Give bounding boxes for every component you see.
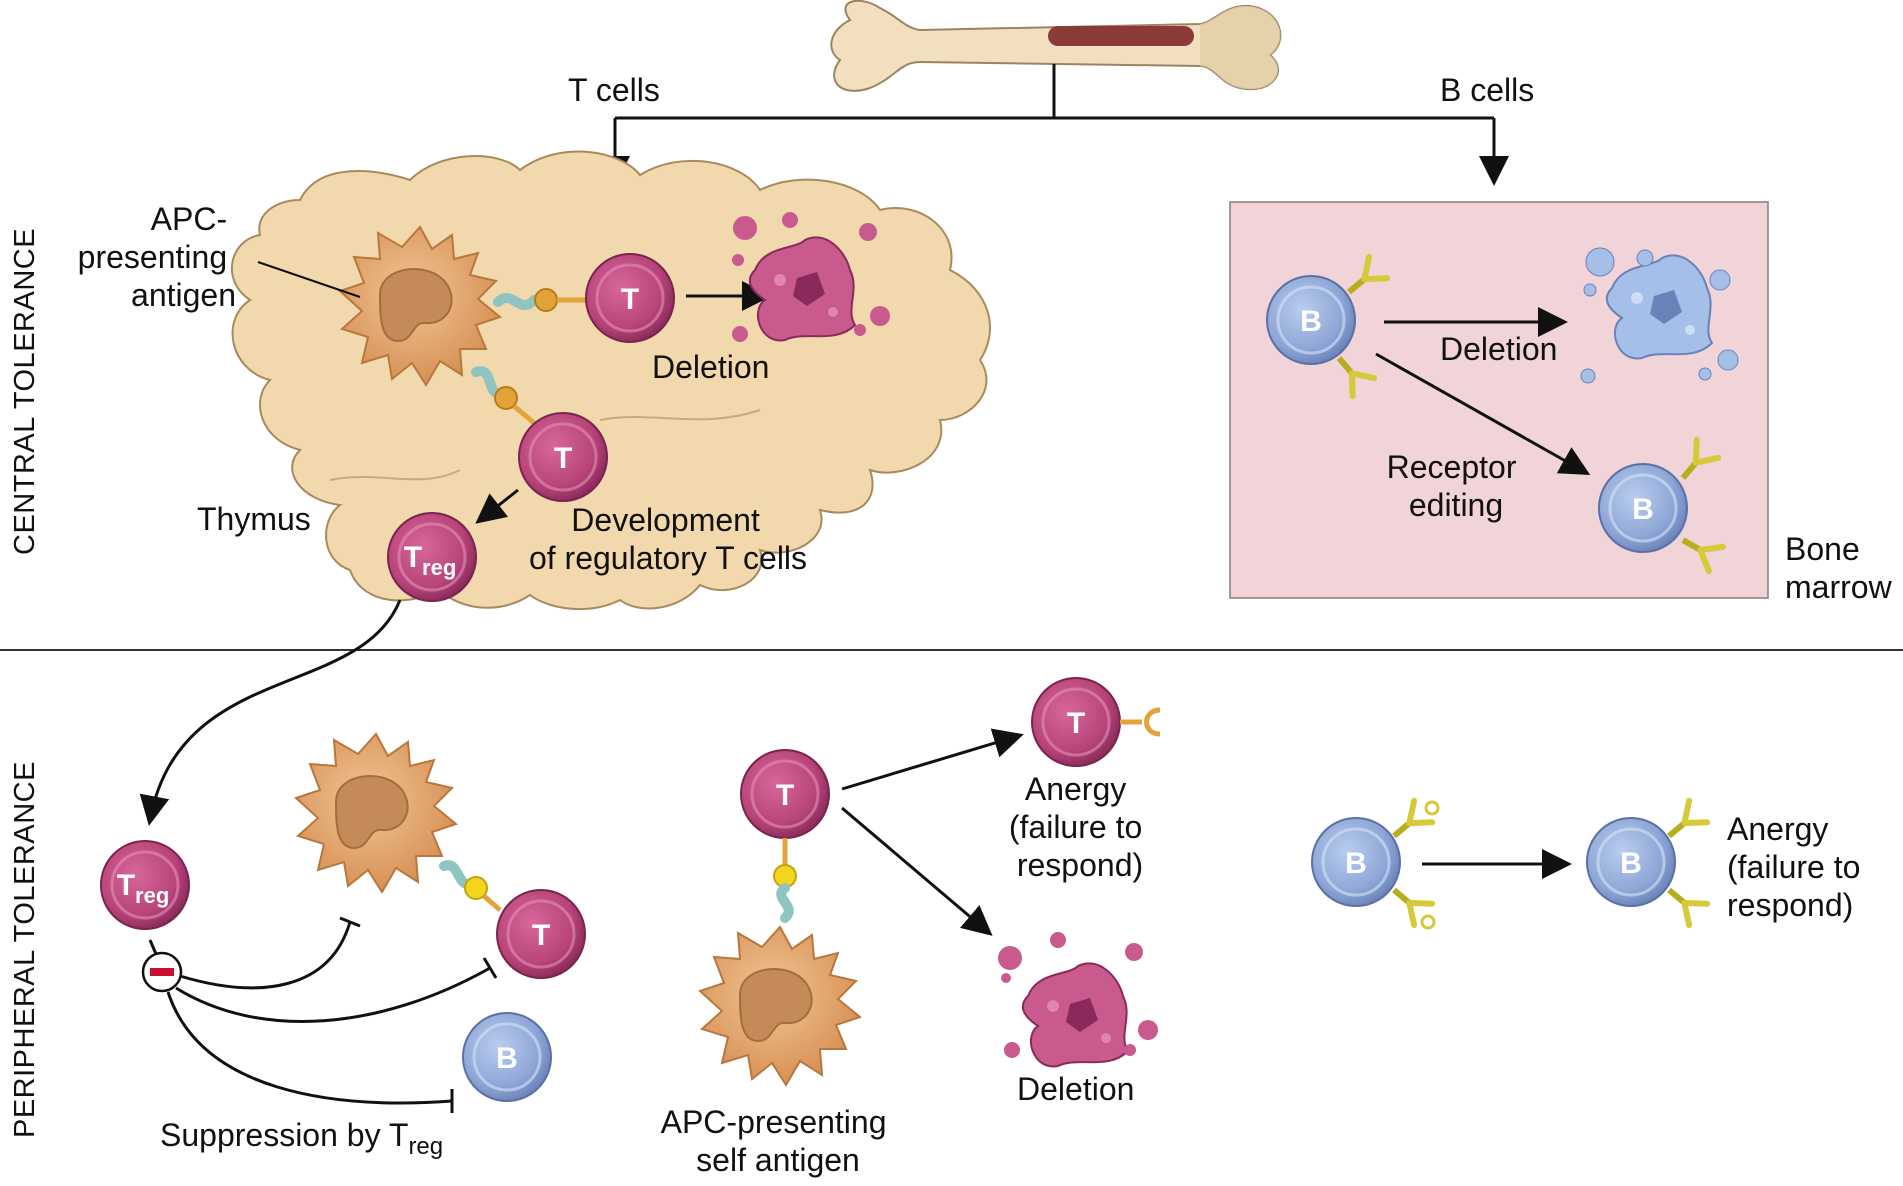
t-cell-anergy-source-icon: T [739, 748, 831, 840]
t-cell-peripheral-icon: T [495, 888, 587, 980]
tcr-mhc-complex [493, 288, 588, 312]
t-cell-icon: T [584, 252, 676, 344]
svg-text:T: T [532, 919, 550, 952]
svg-text:B: B [1620, 847, 1642, 880]
tcr-mhc-peripheral [439, 860, 502, 912]
deletion-b-label: Deletion [1440, 331, 1557, 367]
treg-cell-peripheral-icon: Treg [99, 839, 191, 931]
receptor-editing-label: Receptor editing [1387, 449, 1526, 523]
apoptotic-b-bodies [1580, 247, 1739, 384]
deletion-t-label: Deletion [652, 349, 769, 385]
svg-text:B: B [1632, 493, 1654, 526]
svg-text:Treg: Treg [117, 869, 170, 908]
t-cell-icon-2: T [517, 411, 609, 503]
svg-text:B: B [1300, 305, 1322, 338]
deletion-peripheral-label: Deletion [1017, 1071, 1134, 1107]
receptor-editing-arrow [1375, 352, 1591, 475]
apc-label: APC- presenting antigen [78, 201, 236, 313]
bone-marrow-label: Bone marrow [1785, 531, 1893, 605]
tcr-self-complex [773, 838, 797, 923]
suppression-lines [166, 916, 498, 1113]
treg-migration-arrow [139, 599, 402, 826]
b-cell-anergic-icon: B [1585, 801, 1707, 925]
peripheral-deletion-arrow [841, 806, 993, 936]
apc-peripheral-icon [295, 733, 457, 893]
bone-icon [830, 0, 1282, 92]
anergy-t-label: Anergy (failure to respond) [1009, 771, 1151, 883]
svg-text:T: T [776, 779, 794, 812]
svg-text:T: T [621, 283, 639, 316]
svg-text:T: T [554, 442, 572, 475]
b-cell-icon: B [1265, 257, 1387, 396]
apoptotic-bodies [732, 212, 890, 342]
svg-text:B: B [1345, 847, 1367, 880]
apc-pointer-line [257, 261, 361, 298]
apoptotic-bodies-peripheral [998, 932, 1158, 1058]
treg-cell-icon: Treg [386, 511, 478, 603]
central-tolerance-label: CENTRAL TOLERANCE [9, 228, 41, 555]
treg-development-arrow [475, 488, 519, 524]
b-cells-label: B cells [1440, 72, 1534, 108]
peripheral-tolerance-label: PERIPHERAL TOLERANCE [9, 761, 41, 1138]
thymus-label: Thymus [197, 501, 311, 537]
suppression-label: Suppression by Treg [160, 1117, 443, 1160]
anergy-b-label: Anergy (failure to respond) [1727, 811, 1869, 923]
b-cell-peripheral-icon: B [461, 1011, 553, 1103]
apc-self-label: APC-presenting self antigen [661, 1104, 896, 1178]
svg-text:T: T [1067, 707, 1085, 740]
anergy-arrow [841, 728, 1024, 791]
b-cell-peripheral-source-icon: B [1310, 801, 1440, 930]
lineage-tree [600, 64, 1509, 186]
svg-text:Treg: Treg [404, 541, 457, 580]
b-cell-edited-icon: B [1597, 440, 1723, 571]
apc-self-antigen-icon [699, 926, 861, 1086]
inhibition-icon [141, 951, 183, 993]
t-cell-anergic-icon: T [1030, 676, 1161, 768]
development-label: Development of regulatory T cells [529, 502, 807, 576]
t-cells-label: T cells [568, 72, 660, 108]
svg-text:B: B [496, 1042, 518, 1075]
apoptotic-t-cell-peripheral-icon [1021, 962, 1129, 1068]
